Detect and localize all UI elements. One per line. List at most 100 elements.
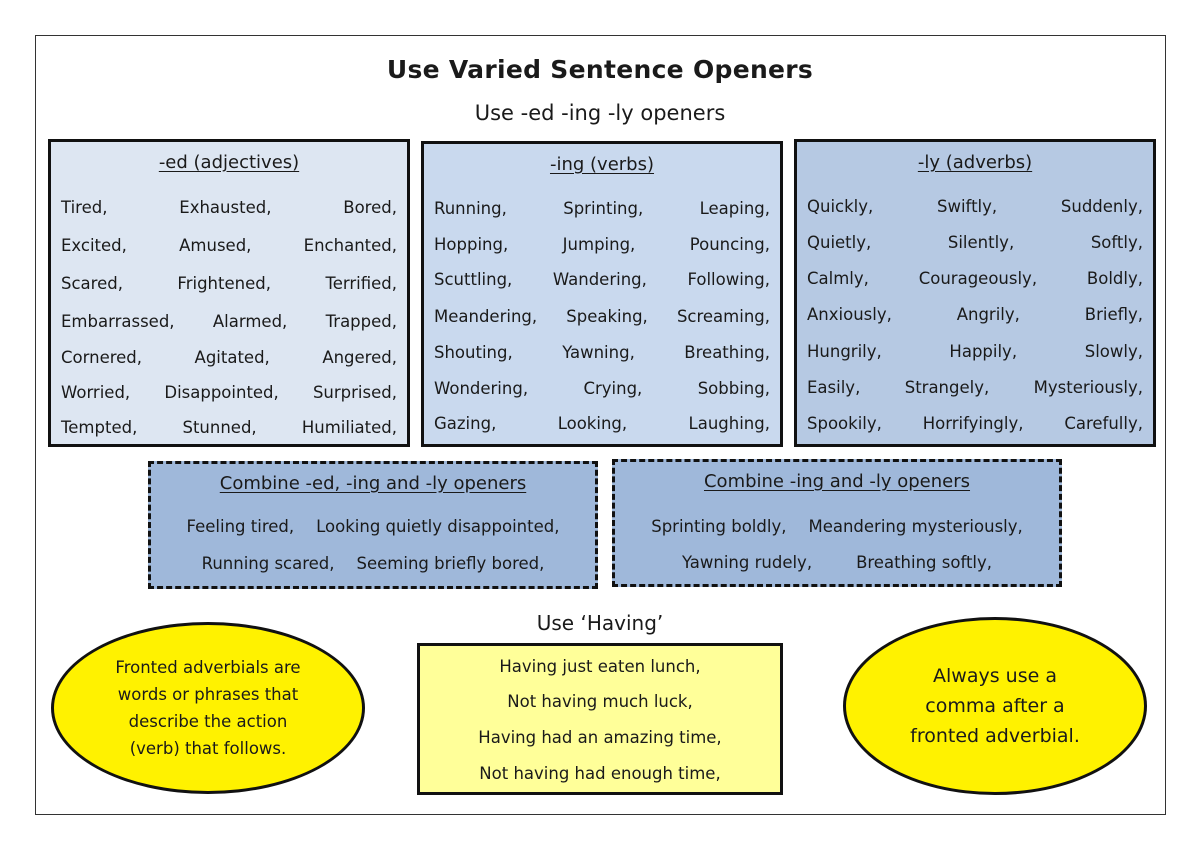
- word: Exhausted,: [179, 198, 272, 217]
- phrase: Yawning rudely,: [681, 553, 813, 572]
- word: Mysteriously,: [1033, 378, 1143, 397]
- word: Suddenly,: [1060, 197, 1143, 216]
- list-row: Wondering, Crying, Sobbing,: [434, 379, 770, 398]
- having-line: Not having much luck,: [507, 692, 693, 711]
- word: Speaking,: [566, 307, 648, 326]
- word: Quickly,: [807, 197, 874, 216]
- having-heading: Use ‘Having’: [536, 611, 664, 635]
- word: Hungrily,: [807, 342, 882, 361]
- word: Slowly,: [1084, 342, 1143, 361]
- list-row: Running scared, Seeming briefly bored,: [161, 554, 585, 573]
- ly-box-heading: -ly (adverbs): [917, 152, 1033, 173]
- combine-ing-ly-box: Combine -ing and -ly openers Sprinting b…: [612, 459, 1062, 587]
- ly-adverbs-box: -ly (adverbs) Quickly, Swiftly, Suddenly…: [794, 139, 1156, 447]
- word: Cornered,: [61, 348, 143, 367]
- list-row: Quietly, Silently, Softly,: [807, 233, 1143, 252]
- word: Happily,: [949, 342, 1018, 361]
- word: Pouncing,: [689, 235, 770, 254]
- word: Alarmed,: [212, 312, 288, 331]
- word: Tired,: [61, 198, 108, 217]
- word: Embarrassed,: [61, 312, 175, 331]
- combine-ing-ly-heading: Combine -ing and -ly openers: [703, 471, 971, 492]
- list-row: Excited, Amused, Enchanted,: [61, 236, 397, 255]
- word: Softly,: [1090, 233, 1143, 252]
- word: Spookily,: [807, 414, 882, 433]
- phrase: Running scared,: [201, 554, 335, 573]
- list-row: Hopping, Jumping, Pouncing,: [434, 235, 770, 254]
- list-row: Meandering, Speaking, Screaming,: [434, 307, 770, 326]
- list-row: Scared, Frightened, Terrified,: [61, 274, 397, 293]
- poster-subtitle: Use -ed -ing -ly openers: [474, 101, 726, 125]
- word: Bored,: [343, 198, 397, 217]
- word: Scared,: [61, 274, 123, 293]
- oval-line: describe the action: [128, 712, 288, 731]
- combine-ed-ing-ly-box: Combine -ed, -ing and -ly openers Feelin…: [148, 461, 598, 589]
- list-row: Quickly, Swiftly, Suddenly,: [807, 197, 1143, 216]
- list-row: Anxiously, Angrily, Briefly,: [807, 305, 1143, 324]
- word: Swiftly,: [937, 197, 998, 216]
- combine-all-heading: Combine -ed, -ing and -ly openers: [219, 473, 527, 494]
- word: Shouting,: [434, 343, 513, 362]
- word: Scuttling,: [434, 270, 513, 289]
- word: Terrified,: [325, 274, 397, 293]
- word: Quietly,: [807, 233, 872, 252]
- word: Calmly,: [807, 269, 869, 288]
- word: Angrily,: [956, 305, 1020, 324]
- word: Enchanted,: [303, 236, 397, 255]
- word: Sobbing,: [697, 379, 770, 398]
- word: Angered,: [322, 348, 397, 367]
- word: Briefly,: [1084, 305, 1143, 324]
- list-row: Yawning rudely, Breathing softly,: [625, 553, 1049, 572]
- list-row: Easily, Strangely, Mysteriously,: [807, 378, 1143, 397]
- ed-adjectives-box: -ed (adjectives) Tired, Exhausted, Bored…: [48, 139, 410, 447]
- list-row: Cornered, Agitated, Angered,: [61, 348, 397, 367]
- word: Agitated,: [194, 348, 270, 367]
- oval-line: (verb) that follows.: [129, 739, 287, 758]
- phrase: Meandering mysteriously,: [808, 517, 1023, 536]
- phrase: Feeling tired,: [186, 517, 295, 536]
- word: Yawning,: [562, 343, 635, 362]
- word: Looking,: [557, 414, 628, 433]
- list-row: Worried, Disappointed, Surprised,: [61, 383, 397, 402]
- word: Courageously,: [918, 269, 1038, 288]
- list-row: Tired, Exhausted, Bored,: [61, 198, 397, 217]
- ing-box-heading: -ing (verbs): [549, 154, 655, 175]
- ing-verbs-box: -ing (verbs) Running, Sprinting, Leaping…: [421, 141, 783, 447]
- list-row: Shouting, Yawning, Breathing,: [434, 343, 770, 362]
- list-row: Spookily, Horrifyingly, Carefully,: [807, 414, 1143, 433]
- having-line: Having just eaten lunch,: [499, 657, 701, 676]
- word: Meandering,: [434, 307, 538, 326]
- word: Breathing,: [684, 343, 770, 362]
- list-row: Running, Sprinting, Leaping,: [434, 199, 770, 218]
- word: Tempted,: [61, 418, 138, 437]
- having-line: Not having had enough time,: [479, 764, 721, 783]
- having-box: Having just eaten lunch, Not having much…: [417, 643, 783, 795]
- word: Hopping,: [434, 235, 509, 254]
- word: Leaping,: [699, 199, 770, 218]
- word: Worried,: [61, 383, 131, 402]
- word: Screaming,: [676, 307, 770, 326]
- oval-line: comma after a: [925, 695, 1065, 717]
- list-row: Feeling tired, Looking quietly disappoin…: [161, 517, 585, 536]
- word: Disappointed,: [164, 383, 279, 402]
- oval-line: words or phrases that: [117, 685, 299, 704]
- fronted-adverbials-definition-oval: Fronted adverbials are words or phrases …: [51, 622, 365, 794]
- word: Wandering,: [552, 270, 647, 289]
- list-row: Gazing, Looking, Laughing,: [434, 414, 770, 433]
- word: Anxiously,: [807, 305, 892, 324]
- comma-rule-oval: Always use a comma after a fronted adver…: [843, 617, 1147, 795]
- word: Boldly,: [1086, 269, 1143, 288]
- oval-line: Fronted adverbials are: [115, 658, 301, 677]
- word: Gazing,: [434, 414, 497, 433]
- word: Wondering,: [434, 379, 529, 398]
- having-line: Having had an amazing time,: [478, 728, 722, 747]
- poster-title: Use Varied Sentence Openers: [386, 55, 814, 84]
- list-row: Embarrassed, Alarmed, Trapped,: [61, 312, 397, 331]
- word: Humiliated,: [301, 418, 397, 437]
- oval-line: Always use a: [933, 665, 1057, 687]
- word: Horrifyingly,: [922, 414, 1024, 433]
- word: Jumping,: [562, 235, 636, 254]
- word: Sprinting,: [563, 199, 644, 218]
- word: Surprised,: [312, 383, 397, 402]
- word: Silently,: [947, 233, 1015, 252]
